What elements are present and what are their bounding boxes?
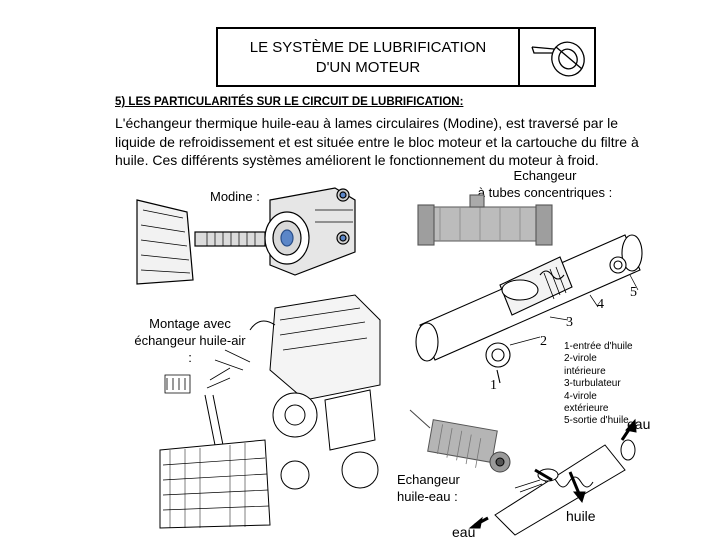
legend-item: extérieure xyxy=(564,403,609,415)
intro-paragraph: L'échangeur thermique huile-eau à lames … xyxy=(115,115,639,168)
montage-label-line-3: : xyxy=(188,350,192,365)
legend-item: 4-virole xyxy=(564,390,597,402)
oil-water-exchanger-label: Echangeur huile-eau : xyxy=(397,471,460,505)
title-line-1: LE SYSTÈME DE LUBRIFICATION xyxy=(249,39,487,56)
legend-item: 1-entrée d'huile xyxy=(564,341,633,352)
callout-5: 5 xyxy=(630,285,637,300)
montage-label: Montage avec échangeur huile-air : xyxy=(115,315,265,366)
oil-water-label-line-1: Echangeur xyxy=(397,472,460,487)
callout-4: 4 xyxy=(597,297,604,312)
huile-label: huile xyxy=(566,508,596,524)
legend-item: 3-turbulateur xyxy=(564,378,621,390)
legend-item: 2-virole xyxy=(564,353,597,365)
concentric-tube-exchanger-illustration xyxy=(415,194,643,384)
page-title: LE SYSTÈME DE LUBRIFICATION D'UN MOTEUR xyxy=(218,38,518,78)
callout-2: 2 xyxy=(540,334,547,349)
engine-oil-air-exchanger-illustration xyxy=(159,294,381,529)
callout-1: 1 xyxy=(490,378,497,393)
exchanger-label-line-2: à tubes concentriques : xyxy=(477,185,613,200)
oil-filter-logo-icon xyxy=(531,41,585,77)
modine-label: Modine : xyxy=(210,189,260,204)
montage-label-line-1: Montage avec xyxy=(149,316,231,331)
exchanger-label-line-1: Echangeur xyxy=(513,168,577,183)
modine-illustration xyxy=(136,187,356,285)
title-line-2: D'UN MOTEUR xyxy=(315,59,421,76)
oil-water-exchanger-illustration xyxy=(409,409,637,536)
exchanger-label: Echangeur à tubes concentriques : xyxy=(470,167,620,201)
legend-item: intérieure xyxy=(564,365,606,377)
legend-item: 5-sortie d'huile xyxy=(564,415,629,427)
oil-water-label-line-2: huile-eau : xyxy=(397,489,458,504)
eau-label-bottom: eau xyxy=(452,524,476,540)
title-box: LE SYSTÈME DE LUBRIFICATION D'UN MOTEUR xyxy=(216,27,596,87)
section-heading: 5) LES PARTICULARITÉS SUR LE CIRCUIT DE … xyxy=(115,96,464,108)
legend: 1-entrée d'huile 2-virole intérieure 3-t… xyxy=(564,341,644,428)
callout-3: 3 xyxy=(566,315,573,330)
title-divider xyxy=(518,29,520,85)
montage-label-line-2: échangeur huile-air xyxy=(134,333,246,348)
